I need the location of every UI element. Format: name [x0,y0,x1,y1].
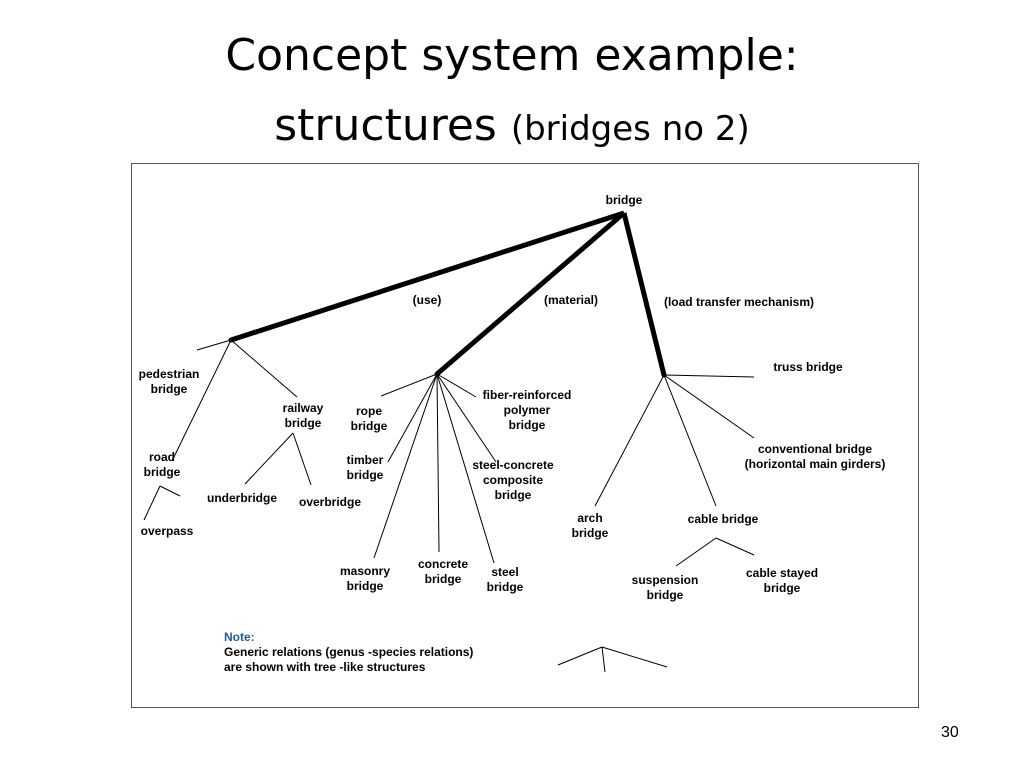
node-dot-material [434,371,440,377]
slide-page-number: 30 [941,724,959,741]
legend-note-heading: Note: [224,630,255,644]
node-rope-bridge: rope bridge [350,404,388,433]
edge-material-rope [380,373,438,397]
node-steel-bridge: steel bridge [486,565,524,594]
node-masonry-bridge: masonry bridge [339,564,391,593]
edge-use-stub [196,339,232,351]
edge-bridge-material [435,211,626,376]
node-pedestrian-bridge: pedestrian bridge [138,367,200,396]
edge-railway-under [244,432,294,485]
node-concrete-bridge: concrete bridge [417,557,469,586]
edge-material-concrete [436,373,440,553]
edge-cable-suspension [675,537,717,567]
node-road-bridge: road bridge [143,450,181,479]
edge-load-conventional [663,374,755,439]
node-railway-bridge: railway bridge [282,401,324,430]
edge-bridge-use [230,210,625,343]
edge-cable-stayed [715,537,755,556]
criterion-use: (use) [412,293,442,307]
edge-material-timber [387,373,438,463]
legend-edge-right [601,646,668,668]
edge-material-masonry [373,373,438,559]
diagram-frame [131,163,919,708]
node-conventional-bridge: conventional bridge (horizontal main gir… [744,442,886,471]
edge-railway-over [292,432,312,486]
legend-edge-mid [601,646,606,673]
slide-title-subtitle: (bridges no 2) [510,109,750,149]
edge-material-steel [436,373,495,564]
node-bridge: bridge [605,193,643,207]
edge-material-steelconcrete [436,373,497,463]
edge-road-overpass [143,485,161,521]
legend-note-text: Generic relations (genus -species relati… [224,645,474,674]
node-arch-bridge: arch bridge [571,511,609,540]
node-suspension-bridge: suspension bridge [631,573,699,602]
node-fiber-reinforced-polymer-bridge: fiber-reinforced polymer bridge [482,388,572,432]
edge-load-arch [594,374,665,507]
edge-bridge-load [621,212,667,376]
node-cable-stayed-bridge: cable stayed bridge [745,566,819,595]
node-timber-bridge: timber bridge [346,453,384,482]
node-steel-concrete-composite-bridge: steel-concrete composite bridge [472,458,554,502]
criterion-load-transfer: (load transfer mechanism) [663,295,815,309]
node-underbridge: underbridge [206,491,278,505]
node-truss-bridge: truss bridge [773,360,843,374]
edge-load-truss [663,374,755,378]
node-dot-load [661,372,667,378]
legend-note: Note: Generic relations (genus -species … [224,630,473,675]
node-overpass: overpass [140,524,194,538]
node-overbridge: overbridge [298,495,362,509]
edge-use-railway [230,339,298,398]
edge-use-road [171,339,232,462]
node-cable-bridge: cable bridge [687,512,759,526]
node-dot-use [228,337,234,343]
edge-road-stub [159,485,181,497]
slide-title-line2: structures (bridges no 2) [0,100,1024,153]
slide-title-line1: Concept system example: [225,30,799,81]
slide-title-main: structures [274,100,497,151]
edge-load-cable [663,374,717,507]
criterion-material: (material) [543,293,599,307]
edge-material-fiber [436,373,477,398]
legend-edge-left [557,646,603,666]
